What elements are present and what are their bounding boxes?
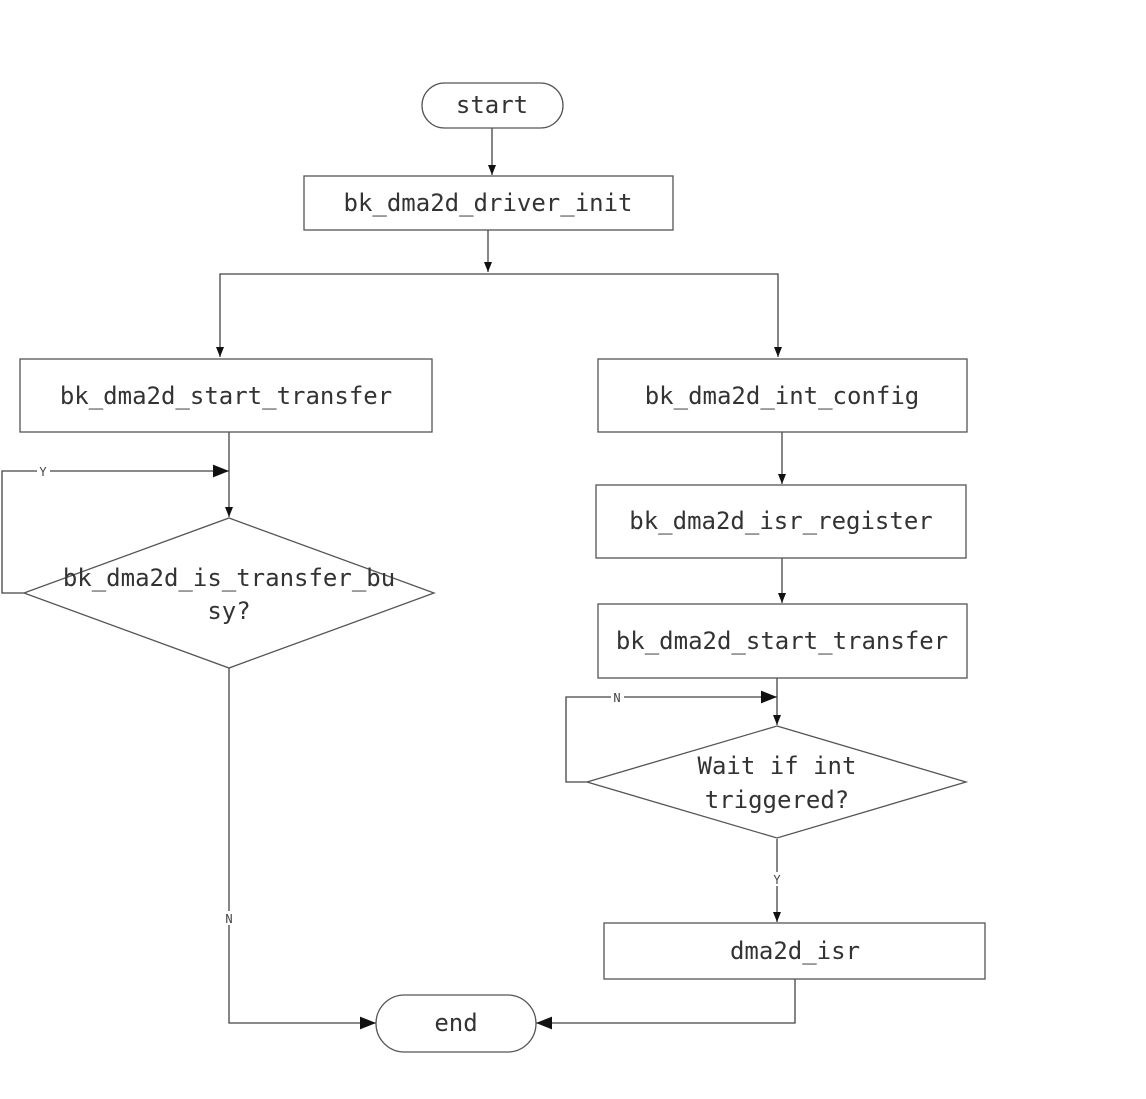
edge-busy-no-to-end — [228, 668, 376, 1030]
node-driver-init: bk_dma2d_driver_init — [303, 175, 674, 231]
edge-wait-no-loop — [565, 690, 777, 783]
node-driver-init-label: bk_dma2d_driver_init — [344, 189, 633, 217]
node-is-transfer-busy: bk_dma2d_is_transfer_bu sy? — [22, 517, 436, 669]
edge-labels: Y N N Y — [37, 464, 784, 926]
node-wait-line1: Wait if int — [698, 752, 857, 780]
node-wait-int-triggered: Wait if int triggered? — [584, 725, 969, 839]
edge-split-to-right — [488, 273, 782, 357]
node-int-config-label: bk_dma2d_int_config — [645, 382, 920, 410]
node-wait-line2: triggered? — [705, 786, 850, 814]
node-start-label: start — [456, 91, 528, 119]
node-left-start-transfer: bk_dma2d_start_transfer — [19, 358, 433, 433]
node-int-config: bk_dma2d_int_config — [597, 358, 968, 433]
node-is-transfer-busy-line1: bk_dma2d_is_transfer_bu — [63, 564, 395, 592]
node-end-label: end — [434, 1009, 477, 1037]
node-isr-register: bk_dma2d_isr_register — [595, 484, 967, 559]
node-left-start-transfer-label: bk_dma2d_start_transfer — [60, 382, 392, 410]
node-start: start — [421, 82, 564, 129]
edge-split-to-left — [216, 273, 488, 357]
label-busy-yes: Y — [39, 465, 47, 479]
edge-isr-to-end — [536, 979, 796, 1030]
node-isr-register-label: bk_dma2d_isr_register — [629, 507, 932, 535]
edge-busy-yes-loop — [1, 464, 229, 594]
node-right-start-transfer: bk_dma2d_start_transfer — [597, 603, 968, 679]
label-wait-no: N — [613, 691, 620, 705]
label-wait-yes: Y — [773, 873, 781, 887]
node-dma2d-isr: dma2d_isr — [603, 922, 986, 980]
node-end: end — [375, 994, 537, 1053]
connectors — [1, 128, 796, 1030]
node-is-transfer-busy-line2: sy? — [207, 597, 250, 625]
node-dma2d-isr-label: dma2d_isr — [730, 937, 860, 965]
label-busy-no: N — [225, 912, 232, 926]
node-right-start-transfer-label: bk_dma2d_start_transfer — [616, 627, 948, 655]
